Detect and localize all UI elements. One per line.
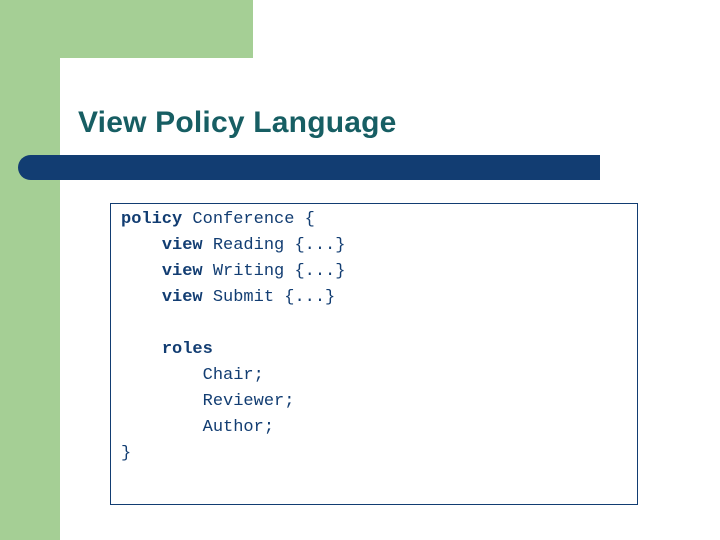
- code-text: }: [121, 444, 132, 463]
- code-text: Reading {...}: [202, 236, 346, 255]
- code-text: Submit {...}: [202, 288, 336, 307]
- code-block: policy Conference { view Reading {...} v…: [121, 207, 631, 467]
- code-keyword: policy: [121, 210, 183, 229]
- code-line: }: [121, 441, 631, 467]
- code-line: view Reading {...}: [121, 233, 631, 259]
- top-left-green-block: [0, 0, 253, 58]
- code-line: roles: [121, 337, 631, 363]
- title-underline-bar: [18, 155, 600, 180]
- code-text: Chair;: [202, 366, 264, 385]
- code-line: view Submit {...}: [121, 285, 631, 311]
- code-line: Author;: [121, 415, 631, 441]
- code-line: view Writing {...}: [121, 259, 631, 285]
- code-block-border: [110, 203, 638, 505]
- code-line: Chair;: [121, 363, 631, 389]
- code-keyword: view: [161, 236, 203, 255]
- page-title: View Policy Language: [78, 106, 397, 139]
- code-text: Writing {...}: [202, 262, 346, 281]
- code-keyword: view: [161, 288, 203, 307]
- code-text: Author;: [202, 418, 275, 437]
- code-text: Reviewer;: [202, 392, 295, 411]
- code-line: Reviewer;: [121, 389, 631, 415]
- code-text: Conference {: [182, 210, 315, 229]
- code-keyword: view: [161, 262, 203, 281]
- code-line: [121, 311, 631, 337]
- code-keyword: roles: [161, 340, 213, 359]
- code-line: policy Conference {: [121, 207, 631, 233]
- left-green-band: [0, 0, 60, 540]
